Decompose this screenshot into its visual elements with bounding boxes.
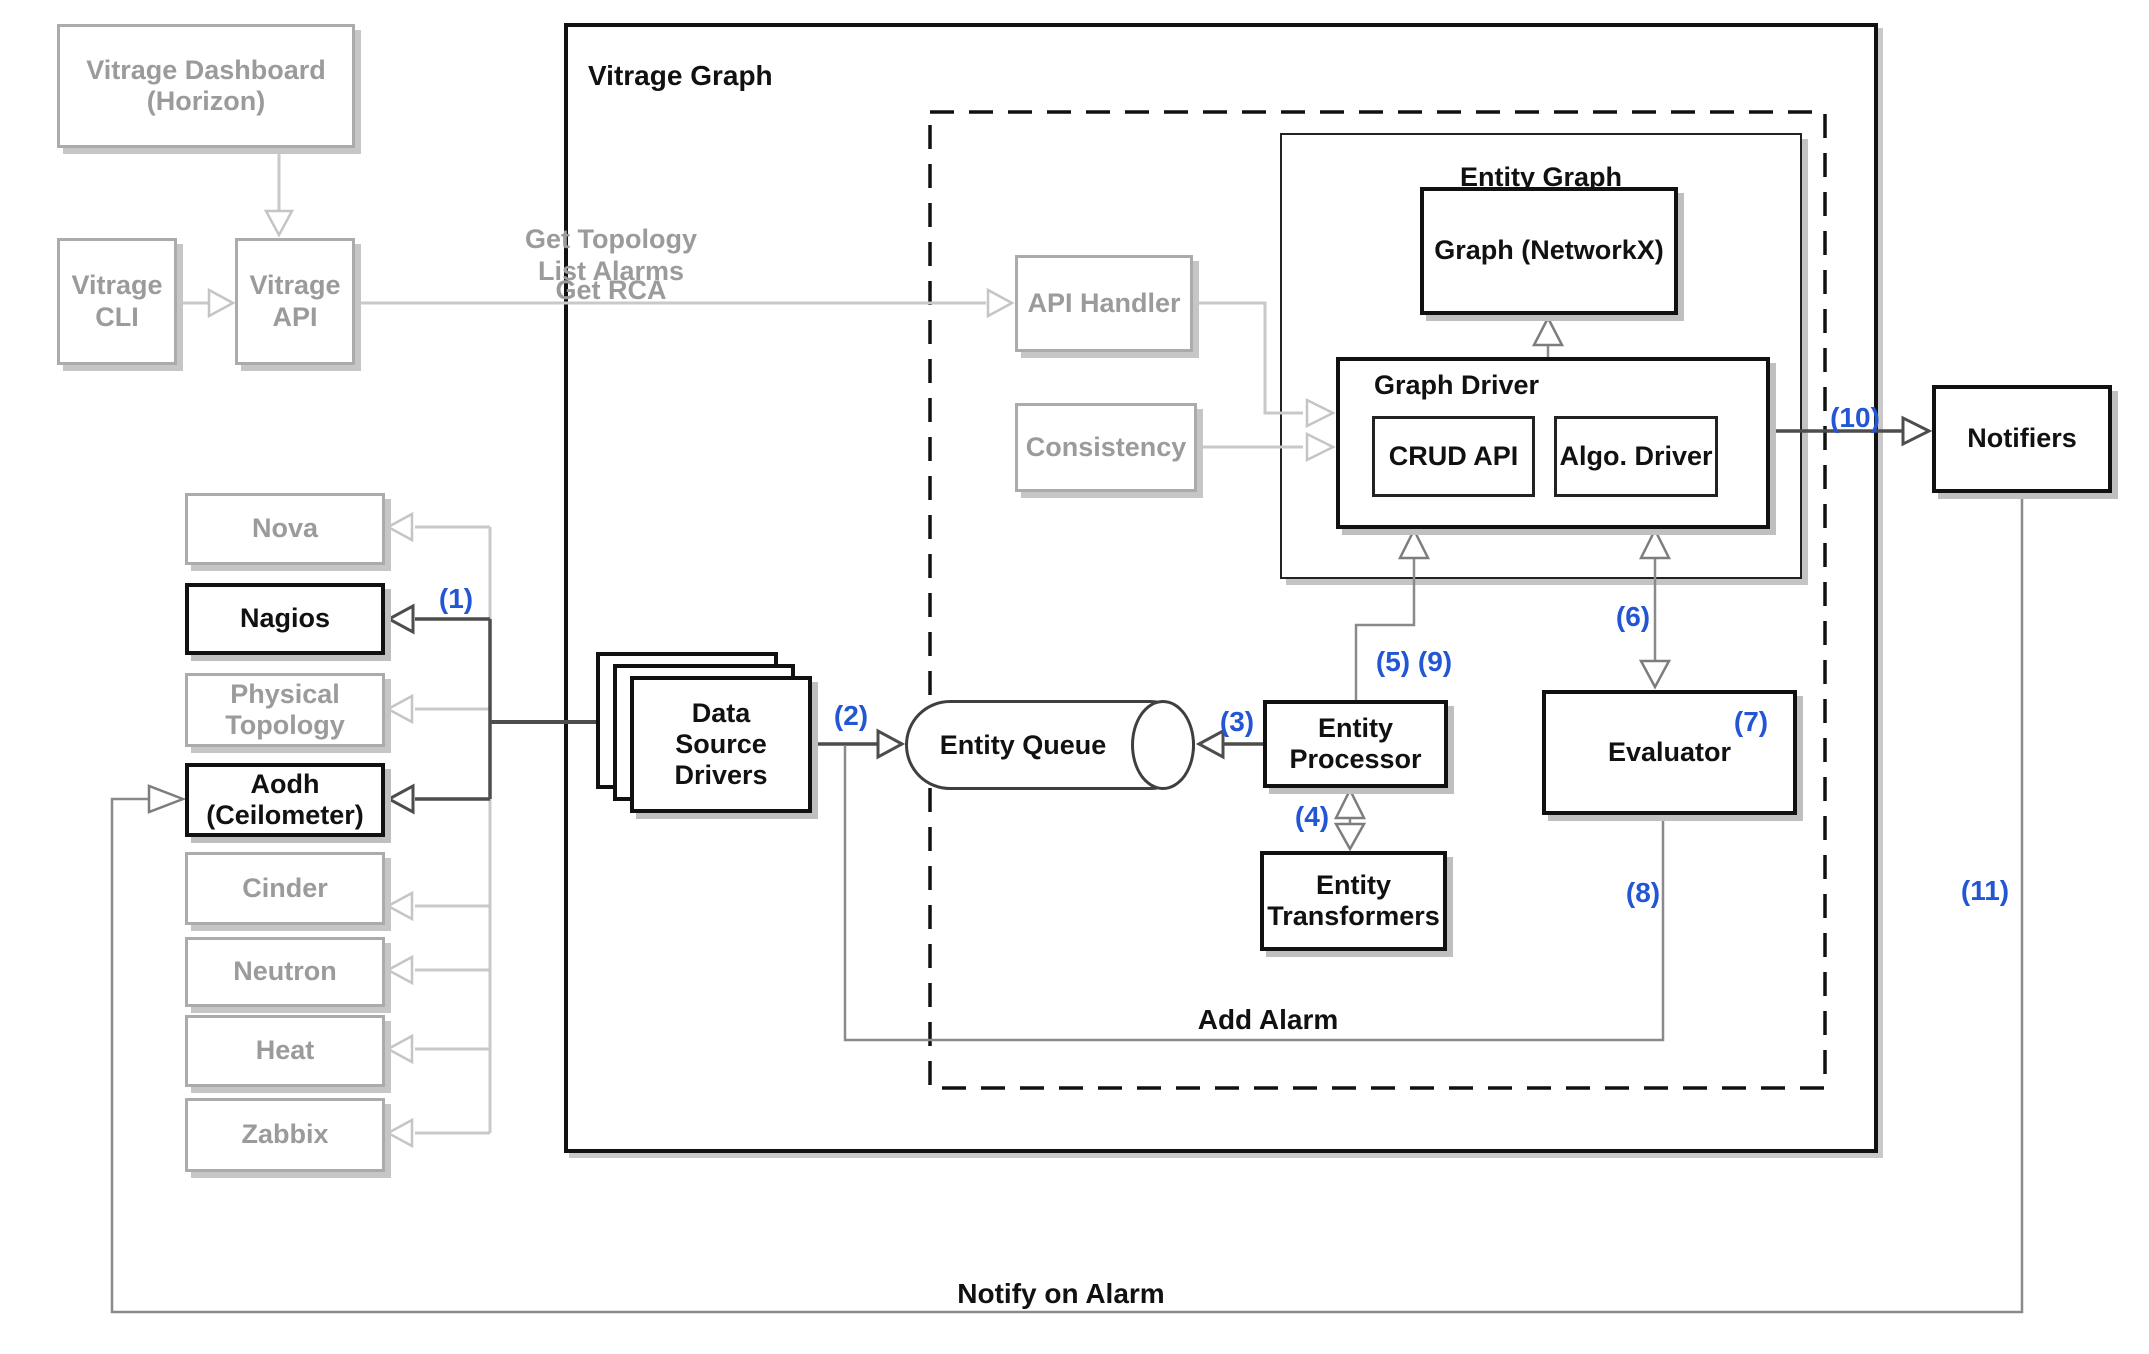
- node-label: Consistency: [1025, 431, 1187, 462]
- node-label: Aodh (Ceilometer): [206, 768, 364, 830]
- node-label: Algo. Driver: [1559, 440, 1713, 471]
- node-entity-queue: Entity Queue: [905, 700, 1195, 790]
- arrow-evaluator-into-graphdriver: [1638, 527, 1672, 560]
- arrow-into-neutron: [385, 954, 414, 986]
- arrow-notify-into-aodh: [147, 784, 187, 814]
- step-8-label: (8): [1625, 877, 1661, 908]
- node-label: Evaluator: [1607, 736, 1732, 767]
- arrow-into-nagios: [385, 603, 415, 635]
- node-graph-networkx: Graph (NetworkX): [1420, 187, 1678, 315]
- arrow-into-vitrage-api-top: [263, 209, 295, 238]
- node-label: Neutron: [233, 956, 337, 987]
- node-evaluator: Evaluator: [1542, 690, 1797, 815]
- arrow-into-graph-networkx: [1531, 315, 1565, 347]
- node-algo-driver: Algo. Driver: [1554, 416, 1718, 497]
- mid-arrowheads: [147, 315, 1672, 852]
- node-label: Vitrage API: [249, 270, 341, 332]
- node-label: Zabbix: [241, 1119, 329, 1150]
- node-datasource-aodh: Aodh (Ceilometer): [185, 763, 385, 837]
- step-2-label: (2): [833, 700, 869, 731]
- step-11-label: (11): [1960, 875, 2010, 906]
- node-label: Notifiers: [1967, 423, 2077, 454]
- node-data-source-drivers: Data Source Drivers: [630, 676, 812, 813]
- node-label: Entity Queue: [939, 729, 1107, 760]
- step-10-label: (10): [1830, 402, 1880, 433]
- node-label: Nova: [251, 513, 319, 544]
- step-5-9-label: (5) (9): [1375, 646, 1453, 677]
- node-entity-processor: Entity Processor: [1263, 700, 1448, 788]
- node-datasource-cinder: Cinder: [185, 852, 385, 925]
- node-label: CRUD API: [1388, 440, 1519, 471]
- arrow-into-vitrage-api-left: [207, 287, 236, 319]
- node-label: Vitrage CLI: [71, 270, 163, 332]
- step-3-label: (3): [1219, 706, 1255, 737]
- dark-arrowheads: [385, 415, 1933, 815]
- arrow-into-api-handler: [986, 287, 1015, 319]
- arrow-into-cinder: [385, 890, 414, 922]
- node-datasource-neutron: Neutron: [185, 937, 385, 1007]
- label-get-rca: Get RCA: [555, 275, 667, 305]
- arrow-into-evaluator: [1638, 659, 1672, 690]
- dark-flow-lines: [415, 429, 1903, 801]
- arrow-queue-from-processor: [1195, 728, 1225, 760]
- vitrage-graph-title: Vitrage Graph: [588, 60, 773, 91]
- node-label: Entity Processor: [1289, 712, 1422, 774]
- arrow-into-aodh-right: [385, 783, 415, 815]
- light-arrowheads: [207, 209, 1336, 1149]
- arrow-into-entity-processor: [1333, 787, 1367, 820]
- step-4-label: (4): [1294, 801, 1330, 832]
- node-datasource-physical-topology: Physical Topology: [185, 673, 385, 747]
- node-vitrage-api: Vitrage API: [235, 238, 355, 365]
- node-label: Graph (NetworkX): [1434, 235, 1664, 266]
- node-datasource-zabbix: Zabbix: [185, 1098, 385, 1172]
- node-label: Cinder: [242, 872, 328, 903]
- light-flow-lines: [177, 148, 1303, 1135]
- node-label: Vitrage Dashboard (Horizon): [86, 54, 326, 116]
- arrow-apihandler-into-graphdriver: [1305, 397, 1336, 429]
- label-add-alarm: Add Alarm: [1197, 1004, 1339, 1035]
- queue-cylinder-cap: [1131, 700, 1195, 790]
- label-list-alarms: List Alarms: [537, 256, 685, 286]
- step-6-label: (6): [1615, 601, 1651, 632]
- mid-flow-lines: [110, 346, 2024, 1314]
- step-1-label: (1): [438, 583, 474, 614]
- node-label: Nagios: [239, 603, 331, 634]
- node-consistency: Consistency: [1015, 403, 1197, 492]
- arrow-into-heat: [385, 1033, 414, 1065]
- node-vitrage-dashboard: Vitrage Dashboard (Horizon): [57, 24, 355, 148]
- node-notifiers: Notifiers: [1932, 385, 2112, 493]
- node-label: Entity Transformers: [1267, 869, 1440, 931]
- arrow-processor-into-graphdriver: [1397, 527, 1431, 560]
- arrow-into-entity-queue: [876, 728, 906, 760]
- arrow-consistency-into-graphdriver: [1305, 431, 1336, 463]
- label-notify-on-alarm: Notify on Alarm: [957, 1278, 1165, 1309]
- node-label: Data Source Drivers: [674, 697, 768, 791]
- arrow-into-zabbix: [385, 1117, 414, 1149]
- node-label: Heat: [255, 1035, 315, 1066]
- node-crud-api: CRUD API: [1372, 416, 1535, 497]
- step-7-label: (7): [1733, 706, 1769, 737]
- node-vitrage-cli: Vitrage CLI: [57, 238, 177, 365]
- graph-driver-title: Graph Driver: [1374, 370, 1540, 400]
- arrow-into-notifiers: [1901, 415, 1933, 447]
- node-entity-transformers: Entity Transformers: [1260, 851, 1447, 951]
- arrow-into-entity-transformers: [1333, 822, 1367, 852]
- node-datasource-nova: Nova: [185, 493, 385, 565]
- dashed-boundary: [928, 110, 1827, 1090]
- node-datasource-nagios: Nagios: [185, 583, 385, 655]
- arrow-into-physical-topology: [385, 693, 414, 725]
- arrow-into-nova: [385, 511, 414, 543]
- node-label: Physical Topology: [225, 678, 345, 740]
- node-datasource-heat: Heat: [185, 1015, 385, 1087]
- node-api-handler: API Handler: [1015, 255, 1193, 352]
- label-get-topology: Get Topology: [525, 224, 697, 254]
- node-label: API Handler: [1027, 287, 1181, 318]
